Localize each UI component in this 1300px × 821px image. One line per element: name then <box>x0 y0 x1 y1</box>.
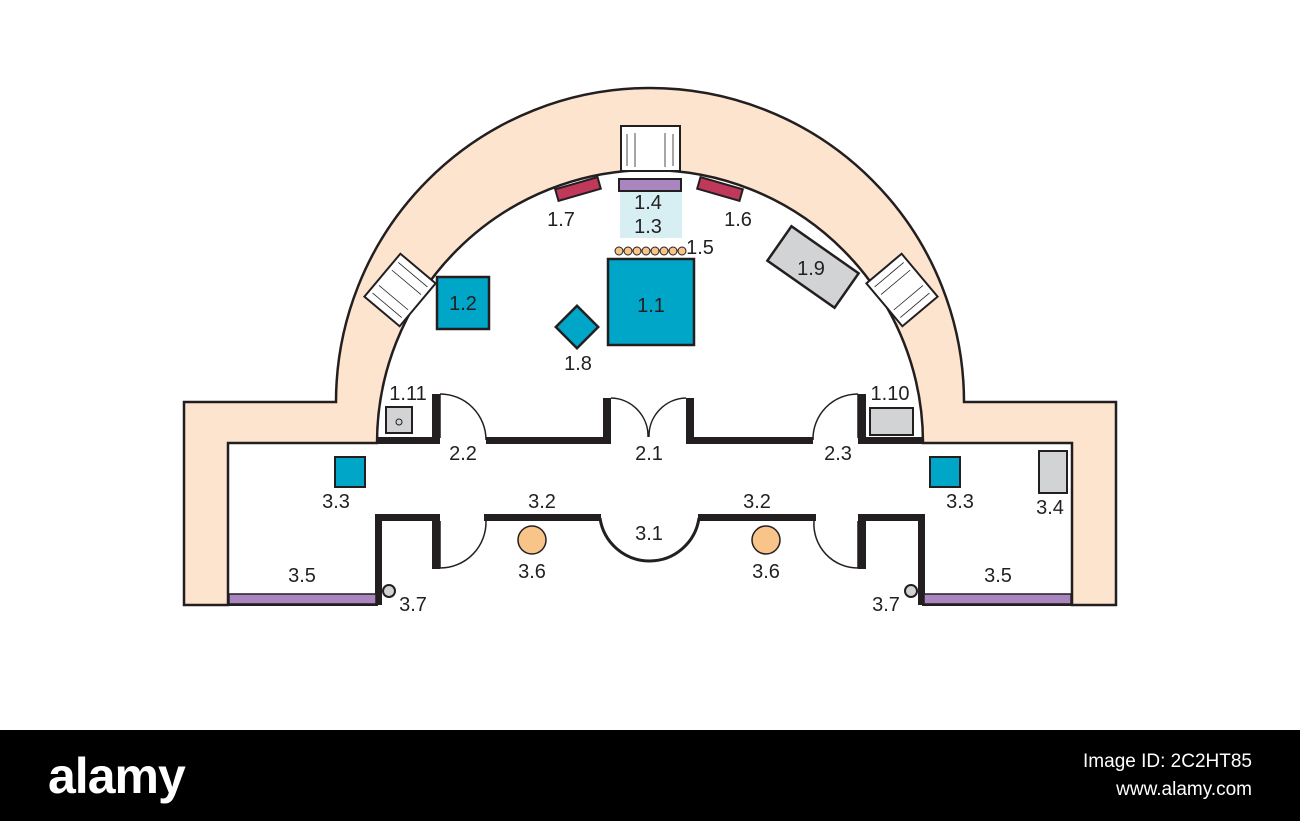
niche-3-1 <box>598 517 701 563</box>
label-2-3: 2.3 <box>824 443 852 465</box>
label-1-1: 1.1 <box>637 295 665 317</box>
item-1-1-bed <box>606 257 696 347</box>
footer-bar: alamy Image ID: 2C2HT85 www.alamy.com <box>0 730 1300 821</box>
label-1-2: 1.2 <box>449 293 477 315</box>
item-3-3-right <box>929 456 961 488</box>
label-2-2: 2.2 <box>449 443 477 465</box>
item-3-5-right <box>923 593 1072 605</box>
label-3-6-left: 3.6 <box>518 561 546 583</box>
column-icon <box>904 584 918 598</box>
label-3-5-right: 3.5 <box>984 565 1012 587</box>
item-1-5-lights <box>614 246 687 256</box>
sink-icon <box>385 406 413 434</box>
item-3-5-left <box>228 593 377 605</box>
label-3-3-left: 3.3 <box>322 491 350 513</box>
window-icon <box>864 252 940 328</box>
item-1-2-cabinet <box>435 275 491 331</box>
item-1-9-desk <box>765 224 861 310</box>
item-1-7-bench <box>553 175 603 203</box>
site-link[interactable]: www.alamy.com <box>1116 779 1252 800</box>
label-1-9: 1.9 <box>797 258 825 280</box>
image-meta: Image ID: 2C2HT85 www.alamy.com <box>1083 748 1252 804</box>
item-1-8-stool <box>554 304 600 350</box>
label-1-10: 1.10 <box>871 383 910 405</box>
item-3-6-right <box>751 525 781 555</box>
label-1-7: 1.7 <box>547 209 575 231</box>
item-1-10-chest <box>869 407 914 436</box>
floor-plan: 1.1 1.2 1.4 1.3 1.5 1.6 1.7 1.8 1.9 1.10… <box>182 86 1118 616</box>
label-3-4: 3.4 <box>1036 497 1064 519</box>
label-3-7-right: 3.7 <box>872 594 900 616</box>
window-icon <box>362 252 438 328</box>
label-2-1: 2.1 <box>635 443 663 465</box>
label-3-2-right: 3.2 <box>743 491 771 513</box>
label-3-1: 3.1 <box>635 523 663 545</box>
item-1-6-bench <box>695 175 745 203</box>
door-swing-icon <box>439 520 487 569</box>
image-id-text: Image ID: 2C2HT85 <box>1083 751 1252 772</box>
label-3-7-left: 3.7 <box>399 594 427 616</box>
item-1-3-window-light <box>620 192 682 238</box>
door-swing-icon <box>813 520 859 569</box>
window-icon <box>620 125 681 172</box>
label-1-8: 1.8 <box>564 353 592 375</box>
label-3-5-left: 3.5 <box>288 565 316 587</box>
label-1-5: 1.5 <box>686 237 714 259</box>
label-1-4: 1.4 <box>634 192 662 214</box>
door-swing-icon <box>610 397 687 438</box>
alamy-logo[interactable]: alamy <box>48 748 186 804</box>
outer-wall <box>182 86 1118 607</box>
interior-walls <box>375 394 925 605</box>
door-swing-icon <box>439 393 487 441</box>
label-1-3: 1.3 <box>634 216 662 238</box>
column-icon <box>382 584 396 598</box>
label-1-6: 1.6 <box>724 209 752 231</box>
label-3-3-right: 3.3 <box>946 491 974 513</box>
item-3-6-left <box>517 525 547 555</box>
label-3-6-right: 3.6 <box>752 561 780 583</box>
item-1-4-bar <box>618 178 682 192</box>
door-swing-icon <box>812 393 859 441</box>
item-3-4 <box>1038 450 1068 494</box>
label-1-11: 1.11 <box>389 383 426 405</box>
label-3-2-left: 3.2 <box>528 491 556 513</box>
item-3-3-left <box>334 456 366 488</box>
